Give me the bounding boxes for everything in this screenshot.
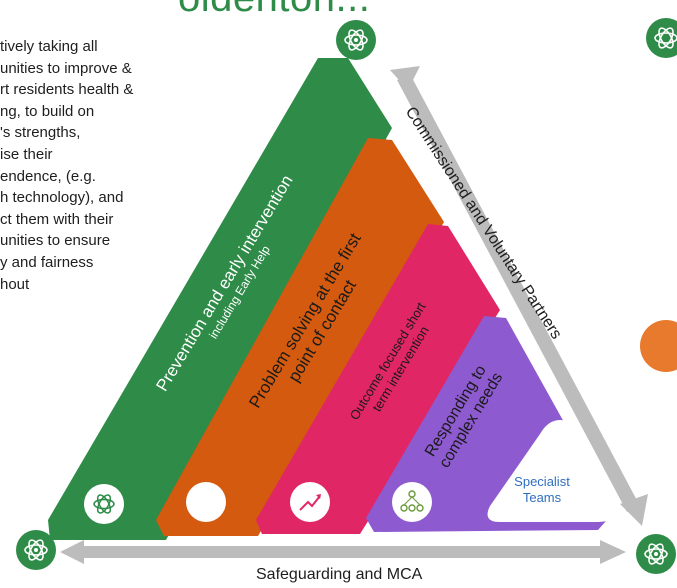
atom-icon [336,20,376,60]
right-arrow [390,66,648,526]
specialist-line1: Specialist [514,474,570,489]
desc-line: unities to ensure [0,232,111,250]
network-icon [392,482,432,522]
band-prevention [48,58,392,540]
desc-line: ise their [0,145,53,163]
band-problem-solving [156,138,444,536]
band-atom-icon [84,484,124,524]
orange-marker [640,320,677,372]
desc-line: tively taking all [0,38,98,55]
desc-line: ct them with their [0,210,114,228]
specialist-teams-label: Specialist Teams [492,474,592,506]
desc-line: hout [0,275,30,293]
bottom-arrow [60,540,626,564]
left-description: tively taking all unities to improve & r… [0,36,200,295]
desc-line: ng, to build on [0,102,95,120]
atom-icon [636,534,676,574]
desc-line: rt residents health & [0,81,134,99]
desc-line: endence, (e.g. [0,167,96,185]
desc-line: unities to improve & [0,59,132,77]
specialist-line2: Teams [522,490,562,505]
desc-line: h technology), and [0,189,124,207]
user-circle-icon [186,482,226,522]
band-outcome [256,224,500,534]
desc-line: 's strengths, [0,124,81,142]
atom-icon [16,530,56,570]
desc-line: y and fairness [0,253,94,271]
safeguarding-label: Safeguarding and MCA [256,566,423,583]
atom-icon [646,18,677,58]
page-title-fragment: oldenton... [178,0,370,21]
specialist-panel [487,420,616,522]
trend-arrow-icon [290,482,330,522]
